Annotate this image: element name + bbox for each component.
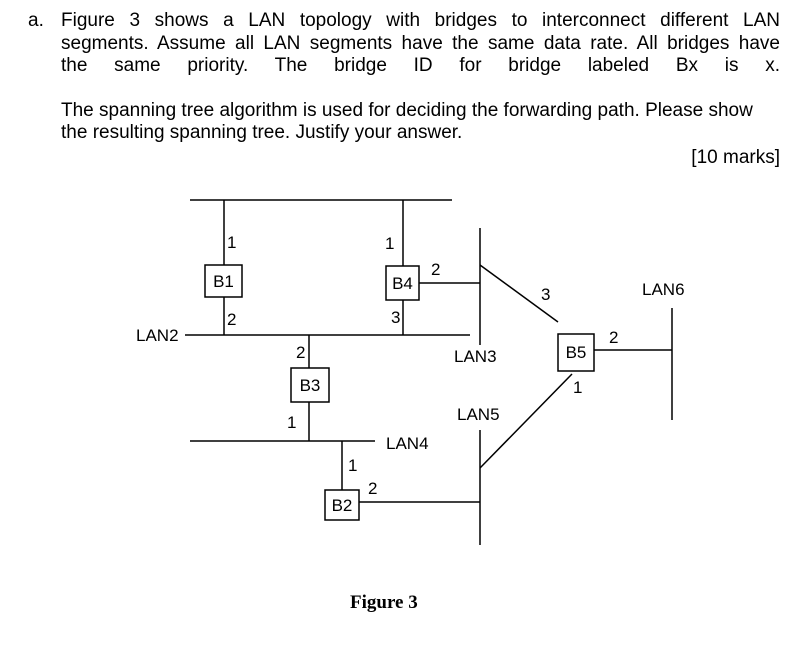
- b5-port3-link: [479, 264, 559, 323]
- port-label: 3: [391, 308, 400, 327]
- port-label: 1: [385, 234, 394, 253]
- bridge-b1-label: B1: [213, 272, 234, 291]
- paragraph-line: the same priority. The bridge ID for bri…: [61, 55, 780, 76]
- figure-caption: Figure 3: [350, 592, 418, 613]
- lan4-label: LAN4: [386, 434, 429, 453]
- bridge-b1-box: [204, 264, 243, 298]
- bridge-b5-box: [557, 333, 595, 372]
- paragraph-line: Figure 3 shows a LAN topology with bridg…: [61, 10, 780, 31]
- question-paragraph-1: Figure 3 shows a LAN topology with bridg…: [61, 10, 780, 78]
- b5-port1-link: [479, 373, 573, 469]
- paragraph-line: segments. Assume all LAN segments have t…: [61, 32, 780, 54]
- bridge-b4-box: [385, 265, 420, 301]
- port-label: 2: [431, 260, 440, 279]
- lan6-label: LAN6: [642, 280, 685, 299]
- port-label: 2: [296, 343, 305, 362]
- question-block: a. Figure 3 shows a LAN topology with br…: [28, 10, 780, 169]
- port-label: 2: [609, 328, 618, 347]
- marks-label: [10 marks]: [691, 146, 780, 168]
- bridge-b2-box: [324, 489, 360, 521]
- port-label: 1: [348, 456, 357, 475]
- bridge-b5-label: B5: [566, 343, 587, 362]
- bridge-b3-box: [290, 367, 330, 403]
- question-paragraph-2: The spanning tree algorithm is used for …: [61, 99, 753, 144]
- port-label: 2: [368, 479, 377, 498]
- port-label: 3: [541, 285, 550, 304]
- port-label: 1: [227, 233, 236, 252]
- question-body: Figure 3 shows a LAN topology with bridg…: [61, 10, 780, 169]
- port-label: 1: [287, 413, 296, 432]
- port-label: 1: [573, 378, 582, 397]
- question-label: a.: [28, 10, 44, 31]
- lan2-label: LAN2: [136, 326, 179, 345]
- lan5-label: LAN5: [457, 405, 500, 424]
- port-label: 2: [227, 310, 236, 329]
- bridge-b2-label: B2: [332, 496, 353, 515]
- bridge-b4-label: B4: [392, 274, 413, 293]
- bridge-b3-label: B3: [300, 376, 321, 395]
- lan3-label: LAN3: [454, 347, 497, 366]
